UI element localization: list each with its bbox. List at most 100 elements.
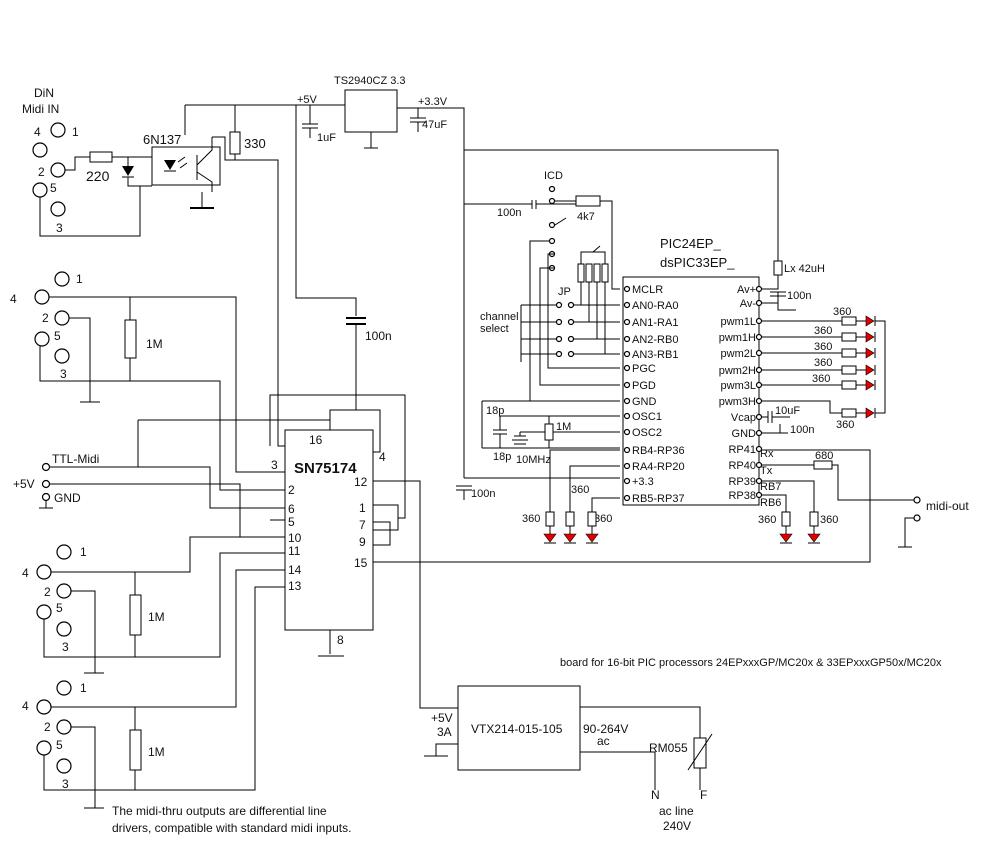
mcu-right-12: RP39 bbox=[728, 476, 756, 488]
led-res-right-b: 360 bbox=[820, 514, 838, 526]
led-res-left-a: 360 bbox=[522, 513, 540, 525]
midi-in-pin1-label: 1 bbox=[72, 125, 79, 139]
inductor bbox=[773, 260, 783, 276]
optocoupler-label: 6N137 bbox=[143, 132, 181, 147]
rb6-tag: RB6 bbox=[760, 497, 781, 509]
mcu-right-2: pwm1L bbox=[721, 316, 756, 328]
psu-out-v: +5V bbox=[431, 711, 453, 725]
jp-label: JP bbox=[558, 286, 571, 298]
thru-connector-2: 1 4 2 5 3 bbox=[22, 544, 87, 654]
thru3-pin3: 3 bbox=[62, 777, 69, 791]
ttl-midi-label: TTL-Midi bbox=[52, 452, 99, 466]
midi-out-label: midi-out bbox=[926, 499, 969, 513]
fuse bbox=[693, 737, 707, 769]
input-resistor-label: 220 bbox=[86, 168, 110, 184]
mcu-right-6: pwm3L bbox=[721, 380, 756, 392]
icd-resistor-label: 4k7 bbox=[577, 211, 595, 223]
pwm-outputs: 360 360 360 360 360 360 bbox=[812, 306, 854, 431]
mcu-right-1: Av- bbox=[740, 298, 757, 310]
icd-cap-label: 100n bbox=[497, 207, 521, 219]
mcu-right-11: RP40 bbox=[728, 460, 756, 472]
crystal-cap-b-label: 18p bbox=[493, 451, 511, 463]
neutral-label: N bbox=[651, 788, 660, 802]
thru2-pin2: 2 bbox=[44, 585, 51, 599]
midi-in-pad-4 bbox=[32, 142, 48, 158]
psu-out-i: 3A bbox=[437, 725, 452, 739]
input-resistor bbox=[89, 151, 113, 163]
thru1-pin2: 2 bbox=[42, 311, 49, 325]
opto-led bbox=[164, 160, 176, 170]
driver-pin-l4: 11 bbox=[288, 544, 301, 558]
rail-5v-label: +5V bbox=[297, 94, 318, 106]
mcu-left-0: MCLR bbox=[632, 284, 663, 296]
mcu-pin-markers bbox=[623, 285, 763, 502]
crystal-freq-label: 10MHz bbox=[516, 454, 551, 466]
tx-resistor-label: 680 bbox=[815, 450, 833, 462]
thru3-pin1: 1 bbox=[80, 681, 87, 695]
thru2-pin3: 3 bbox=[62, 640, 69, 654]
mcu-right-7: pwm3H bbox=[719, 396, 756, 408]
led-res-left-b: 360 bbox=[571, 484, 589, 496]
pwm-res-1: 360 bbox=[814, 325, 832, 337]
mcu-right-0: Av+ bbox=[737, 284, 756, 296]
driver-pin-l6: 13 bbox=[288, 579, 302, 593]
pwm-res-0: 360 bbox=[833, 306, 851, 318]
mcu-right-3: pwm1H bbox=[719, 332, 756, 344]
decoupling-cap-label: 100n bbox=[365, 329, 392, 343]
mcu-left-2: AN1-RA1 bbox=[632, 317, 678, 329]
thru1-pin4: 4 bbox=[10, 292, 17, 306]
mcu-left-7: GND bbox=[632, 396, 657, 408]
thru-connector-1: 1 4 2 5 3 bbox=[10, 271, 83, 381]
pullup-resistor bbox=[229, 131, 241, 155]
icd-label: ICD bbox=[544, 170, 563, 182]
mcu-left-3: AN2-RB0 bbox=[632, 334, 678, 346]
mcu-left-13: RB5-RP37 bbox=[632, 493, 685, 505]
led-res-right-a: 360 bbox=[758, 514, 776, 526]
driver-pin-r1: 1 bbox=[359, 501, 366, 515]
driver-pin-r3: 9 bbox=[359, 535, 366, 549]
driver-pin4: 4 bbox=[379, 450, 386, 464]
driver-pin3: 3 bbox=[271, 458, 278, 472]
midi-in-pin3-label: 3 bbox=[56, 221, 63, 235]
rb7-tag: RB7 bbox=[760, 481, 781, 493]
midi-in-connector: DiN Midi IN 4 1 2 5 3 bbox=[22, 86, 79, 235]
crystal-cap-a-label: 18p bbox=[486, 405, 504, 417]
thru1-pin1: 1 bbox=[76, 272, 83, 286]
mcu-left-11: RA4-RP20 bbox=[632, 461, 685, 473]
thru1-resistor bbox=[124, 319, 137, 359]
channel-select-line2: select bbox=[480, 323, 509, 335]
mcu-left-6: PGD bbox=[632, 380, 656, 392]
av-cap-label: 100n bbox=[787, 290, 811, 302]
driver-pin-l1: 6 bbox=[288, 502, 295, 516]
mcu-left-8: OSC1 bbox=[632, 411, 662, 423]
psu-name: VTX214-015-105 bbox=[471, 722, 563, 736]
thru3-pin4: 4 bbox=[22, 699, 29, 713]
midi-in-pin4-label: 4 bbox=[34, 125, 41, 139]
left-leds bbox=[543, 526, 599, 544]
crystal-resistor bbox=[544, 423, 554, 441]
mcu-left-10: RB4-RP36 bbox=[632, 445, 685, 457]
mcu-left-1: AN0-RA0 bbox=[632, 300, 678, 312]
ttl-5v-label: +5V bbox=[13, 477, 35, 491]
mcu-right-9: GND bbox=[732, 428, 757, 440]
thru1-pin5: 5 bbox=[54, 329, 61, 343]
midi-in-pad-3 bbox=[50, 201, 66, 217]
icd-resistor bbox=[575, 195, 601, 207]
driver-pin16: 16 bbox=[309, 433, 323, 447]
cap-1uf-label: 1uF bbox=[317, 132, 336, 144]
midi-in-pad-2 bbox=[50, 162, 66, 178]
channel-jumpers bbox=[555, 301, 575, 358]
rx-tag: Rx bbox=[760, 448, 774, 460]
channel-select-line1: channel bbox=[480, 311, 519, 323]
mcu-right-4: pwm2L bbox=[721, 348, 756, 360]
thru1-pin3: 3 bbox=[60, 367, 67, 381]
mcu-right-8: Vcap bbox=[731, 412, 756, 424]
crystal-resistor-label: 1M bbox=[556, 421, 571, 433]
thru2-resistor bbox=[129, 594, 142, 636]
right-leds bbox=[779, 526, 821, 544]
midi-in-pin5-label: 5 bbox=[50, 181, 57, 195]
pullup-resistor-label: 330 bbox=[244, 136, 266, 151]
driver-pin-r0: 12 bbox=[354, 475, 368, 489]
driver-pin-r2: 7 bbox=[359, 518, 366, 532]
